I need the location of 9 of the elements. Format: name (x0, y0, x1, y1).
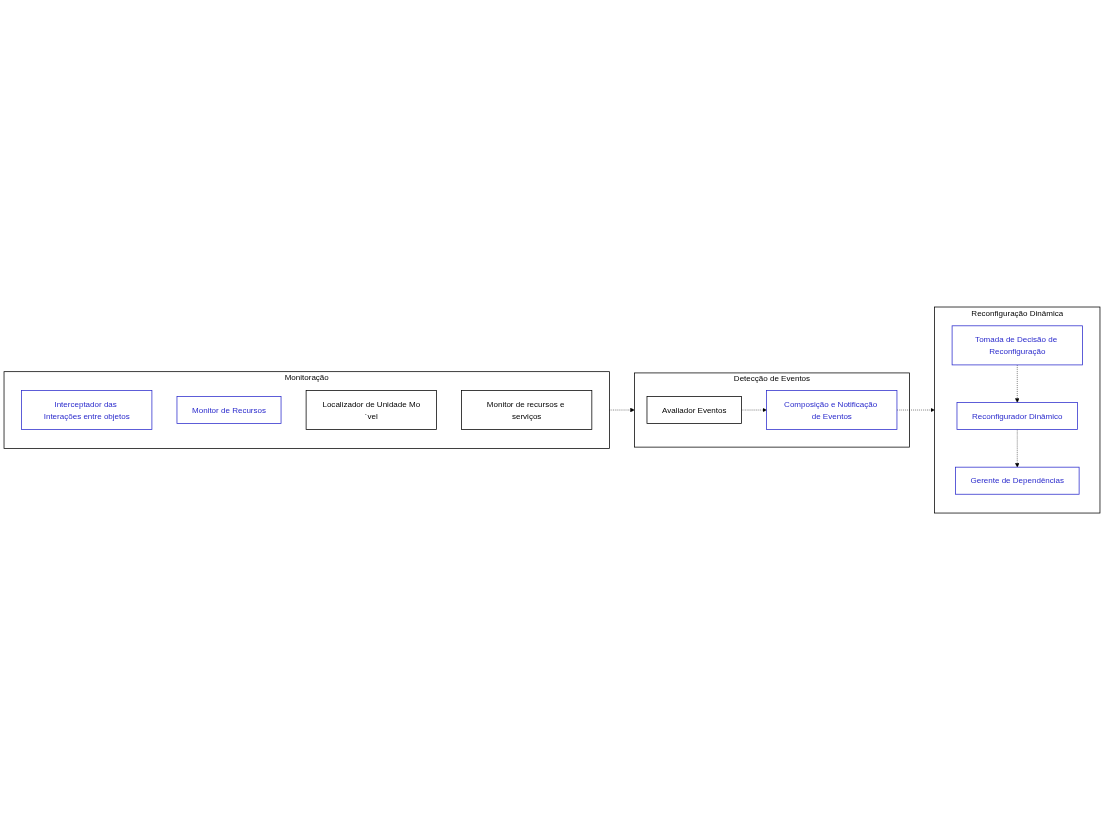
node-box: Composição e Notificação de Eventos (766, 390, 898, 431)
node-box: Localizador de Unidade Mo´vel (305, 390, 437, 431)
node-box: Interceptador das Interações entre objetos (21, 390, 153, 431)
node-box: Avaliador Eventos (646, 396, 742, 425)
node-box: Tomada de Decisão de Reconfiguração (951, 325, 1083, 366)
node-box: Gerente de Dependências (955, 467, 1080, 496)
node-box: Monitor de recursos e serviços (461, 390, 593, 431)
node-box: Reconfigurador Dinâmico (956, 402, 1078, 431)
node-box: Monitor de Recursos (176, 396, 282, 425)
